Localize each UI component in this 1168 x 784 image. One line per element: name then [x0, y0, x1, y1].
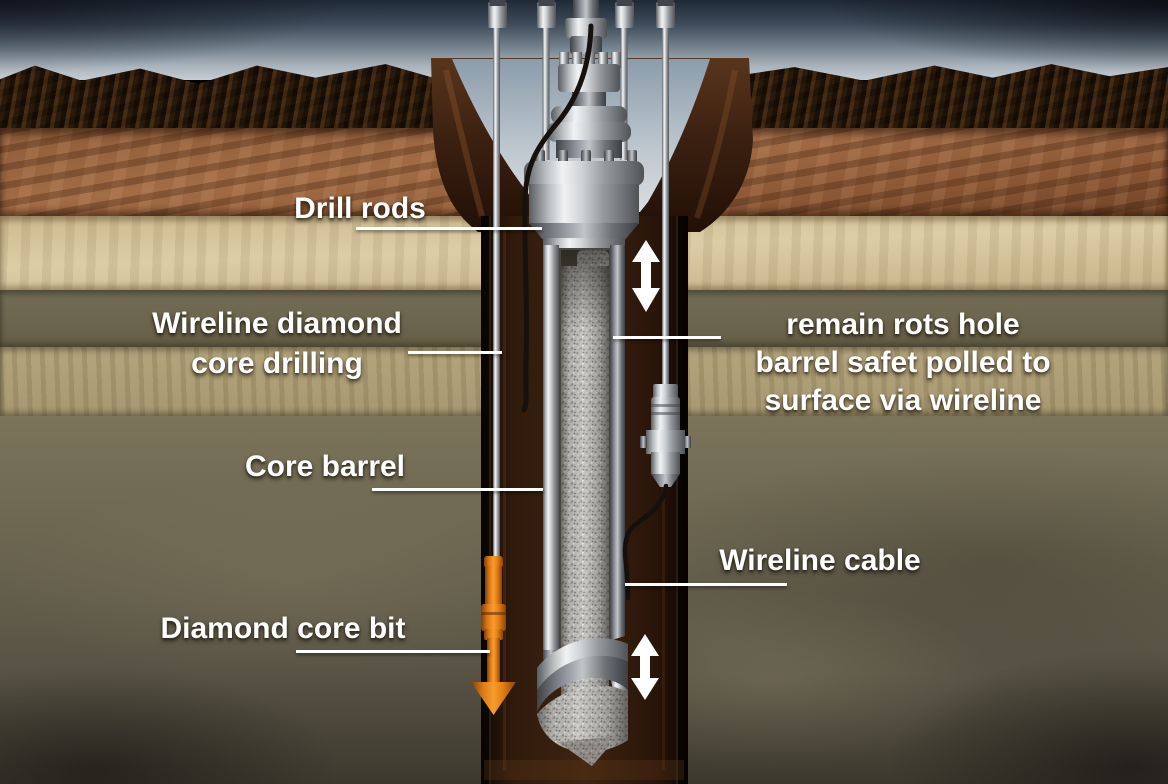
overshot-tool	[622, 384, 691, 601]
drill-rod-string	[488, 0, 675, 560]
diamond-core-bit-tool	[471, 556, 516, 715]
leader-line-drill-rods	[356, 227, 542, 230]
label-wireline-cable: Wireline cable	[719, 544, 921, 577]
top-flange	[524, 161, 644, 186]
motion-arrows	[631, 240, 660, 700]
up-down-arrow-icon	[631, 634, 659, 700]
down-arrow-icon	[471, 638, 516, 715]
up-down-arrow-icon	[632, 240, 660, 312]
leader-line-core-barrel	[372, 488, 543, 491]
label-drill-rods: Drill rods	[294, 192, 426, 225]
label-diamond-core-bit: Diamond core bit	[160, 612, 406, 645]
leader-line-diamond-core-bit	[296, 650, 490, 653]
wireline-cable-line	[622, 483, 669, 601]
surface-cable	[521, 23, 594, 413]
leader-line-retrieval-note	[613, 336, 721, 339]
rod-couplers	[488, 0, 675, 28]
spiral-drill-bit	[537, 638, 628, 766]
leader-line-wireline-drilling	[408, 351, 502, 354]
label-retrieval-note: remain rots hole barrel safet polled to …	[755, 308, 1051, 417]
label-core-barrel: Core barrel	[244, 450, 406, 483]
leader-line-wireline-cable	[625, 583, 787, 586]
upper-cylinder	[529, 184, 639, 224]
label-wireline-diamond-core-drilling: Wireline diamond core drilling	[152, 307, 402, 380]
flange-bolts	[535, 150, 637, 163]
castellated-crown	[558, 52, 621, 92]
wellhead-assembly	[524, 0, 644, 241]
